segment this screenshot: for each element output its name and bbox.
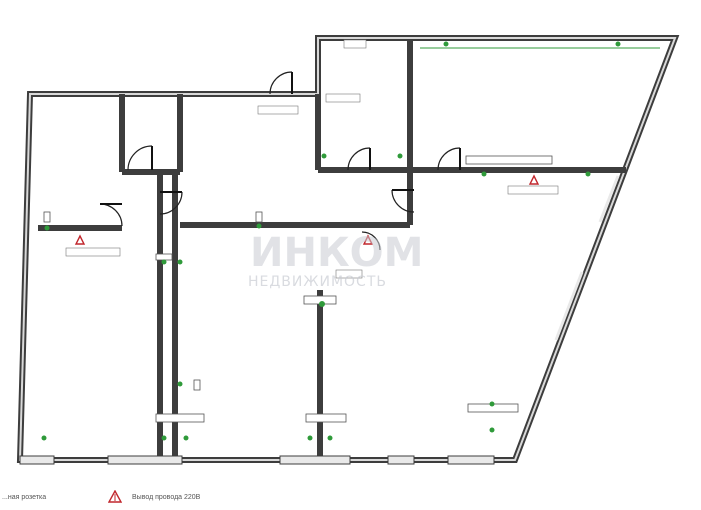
legend: ...ная розетка Вывод провода 220В [0, 486, 701, 510]
socket-markers [41, 41, 660, 441]
socket-group-1 [43, 211, 51, 231]
socket-group-5 [155, 413, 205, 441]
legend-power-label: Вывод провода 220В [132, 494, 201, 501]
socket-group-3 [255, 211, 263, 229]
power-outlet-markers [65, 39, 559, 279]
socket-group-2 [155, 253, 183, 265]
socket-group-9 [465, 155, 591, 177]
watermark-subtitle: НЕДВИЖИМОСТЬ [248, 274, 387, 290]
socket-group-10 [420, 41, 660, 49]
interior-walls [38, 40, 626, 460]
watermark-brand: ИНКОМ [250, 230, 423, 276]
socket-group-11 [41, 153, 403, 441]
socket-group-8 [467, 401, 519, 433]
watermark: ИНКОМ НЕДВИЖИМОСТЬ [248, 230, 423, 290]
socket-group-6 [305, 413, 347, 441]
doors [99, 71, 461, 251]
outer-walls [16, 35, 680, 463]
power-marker-icon [108, 490, 122, 503]
socket-group-7 [303, 295, 337, 307]
windows [19, 175, 620, 465]
floor-plan: ИНКОМ НЕДВИЖИМОСТЬ [16, 35, 680, 465]
socket-group-4 [177, 379, 201, 391]
legend-socket-label: ...ная розетка [2, 494, 47, 501]
